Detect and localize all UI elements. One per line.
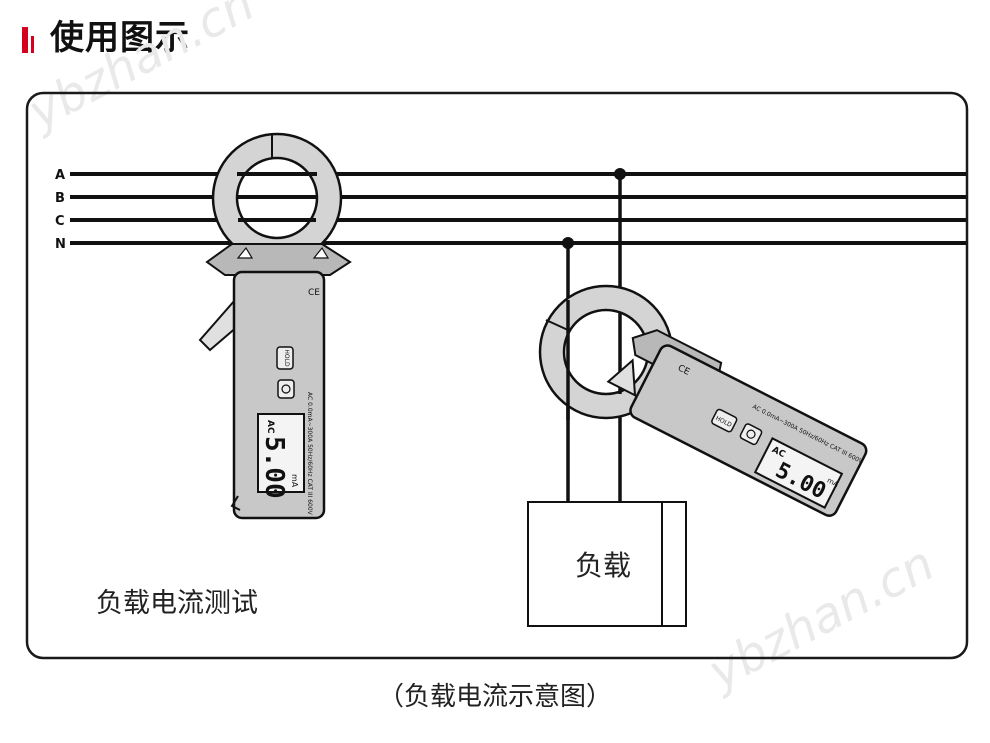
title-accent-bar-small (31, 36, 34, 53)
ce-mark-left: CE (308, 288, 320, 298)
line-label-a: A (55, 168, 65, 183)
lcd-unit-left: mA (290, 474, 299, 488)
line-label-c: C (55, 214, 65, 229)
power-icon-left (281, 384, 291, 394)
watermark-top: ybzhan.cn (18, 0, 264, 142)
page-title: 使用图示 (50, 18, 190, 58)
test-label: 负载电流测试 (96, 588, 258, 619)
spec-text-left: AC 0.0mA~300A 50Hz/60Hz CAT III 600V (306, 392, 313, 516)
load-label: 负载 (575, 549, 631, 582)
hold-button-right[interactable] (711, 408, 738, 433)
diagram-caption: （负载电流示意图） (377, 682, 612, 712)
load-box: 负载 (527, 501, 687, 627)
junction-neutral (562, 237, 574, 249)
lcd-display-left (257, 413, 305, 493)
title-accent-bar (22, 27, 28, 53)
power-icon-right (746, 429, 756, 439)
bus-lines (70, 172, 966, 245)
clamp-meter-left: CE HOLD AC 0.0mA~300A 50Hz/60Hz CAT III … (198, 132, 352, 520)
lcd-reading-left: 5.00 (259, 436, 289, 499)
power-button-right[interactable] (739, 423, 763, 446)
lcd-mode-left: AC (265, 420, 275, 434)
hold-button-left[interactable] (276, 346, 294, 370)
junction-phase (614, 168, 626, 180)
clamp-meter-right: CE HOLD AC 0.0mA~300A 50Hz/60Hz CAT III … (538, 284, 868, 517)
ce-mark-right: CE (676, 363, 691, 377)
lcd-display-right (753, 437, 844, 509)
line-label-b: B (55, 191, 65, 206)
power-button-left[interactable] (277, 379, 295, 399)
diagram-frame (25, 91, 969, 660)
line-label-n: N (55, 237, 66, 252)
hold-label-left: HOLD (283, 349, 290, 367)
